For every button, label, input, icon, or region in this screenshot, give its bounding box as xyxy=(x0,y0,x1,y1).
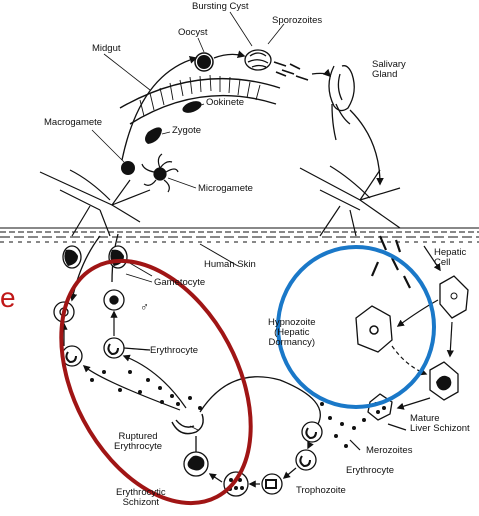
oocyst xyxy=(195,53,213,71)
label-microgamete: Microgamete xyxy=(198,184,253,194)
bursting-cyst xyxy=(245,50,271,70)
label-human-skin: Human Skin xyxy=(204,260,256,270)
label-erythrocytic-schizont: Erythrocytic Schizont xyxy=(116,488,166,508)
label-zygote: Zygote xyxy=(172,126,201,136)
label-midgut: Midgut xyxy=(92,44,121,54)
erythrocytic-arrows xyxy=(64,312,186,410)
label-ruptured-erythrocyte: Ruptured Erythrocyte xyxy=(114,432,162,452)
label-merozoites: Merozoites xyxy=(366,446,412,456)
mosquito-left xyxy=(40,170,150,236)
label-hypnozoite: Hypnozoite (Hepatic Dormancy) xyxy=(268,318,316,348)
label-trophozoite: Trophozoite xyxy=(296,486,346,496)
overlay-letter-e: e xyxy=(0,284,16,312)
ruptured-erythrocyte xyxy=(172,414,203,434)
trophozoite-cell xyxy=(262,474,282,494)
label-mature-liver-schizont: Mature Liver Schizont xyxy=(410,414,470,434)
hypnozoite-cell xyxy=(356,306,392,352)
ookinete xyxy=(181,99,203,115)
erythrocytic-schizont-cell xyxy=(224,472,248,496)
label-macrogamete: Macrogamete xyxy=(44,118,102,128)
schizont-blob xyxy=(184,452,208,476)
microgamete xyxy=(142,154,178,192)
label-hepatic-cell: Hepatic Cell xyxy=(434,248,466,268)
liver-schizont-cell xyxy=(430,362,458,400)
sporozoites-stream xyxy=(274,62,308,80)
label-gametocyte: Gametocyte xyxy=(154,278,205,288)
label-leader-lines xyxy=(92,12,284,430)
label-ookinete: Ookinete xyxy=(206,98,244,108)
label-oocyst: Oocyst xyxy=(178,28,208,38)
zygote xyxy=(145,127,162,144)
label-erythrocyte-right: Erythrocyte xyxy=(346,466,394,476)
label-salivary-gland: Salivary Gland xyxy=(372,60,406,80)
hepatic-cell xyxy=(440,276,468,318)
mosquito-right xyxy=(300,166,400,236)
label-sporozoites: Sporozoites xyxy=(272,16,322,26)
salivary-gland xyxy=(329,66,354,140)
label-erythrocyte-left: Erythrocyte xyxy=(150,346,198,356)
red-highlight-ellipse xyxy=(23,229,290,516)
label-male-symbol: ♂ xyxy=(140,302,149,312)
blood-cycle-loop xyxy=(196,377,320,460)
macrogamete xyxy=(121,161,135,175)
label-bursting-cyst: Bursting Cyst xyxy=(192,2,249,12)
